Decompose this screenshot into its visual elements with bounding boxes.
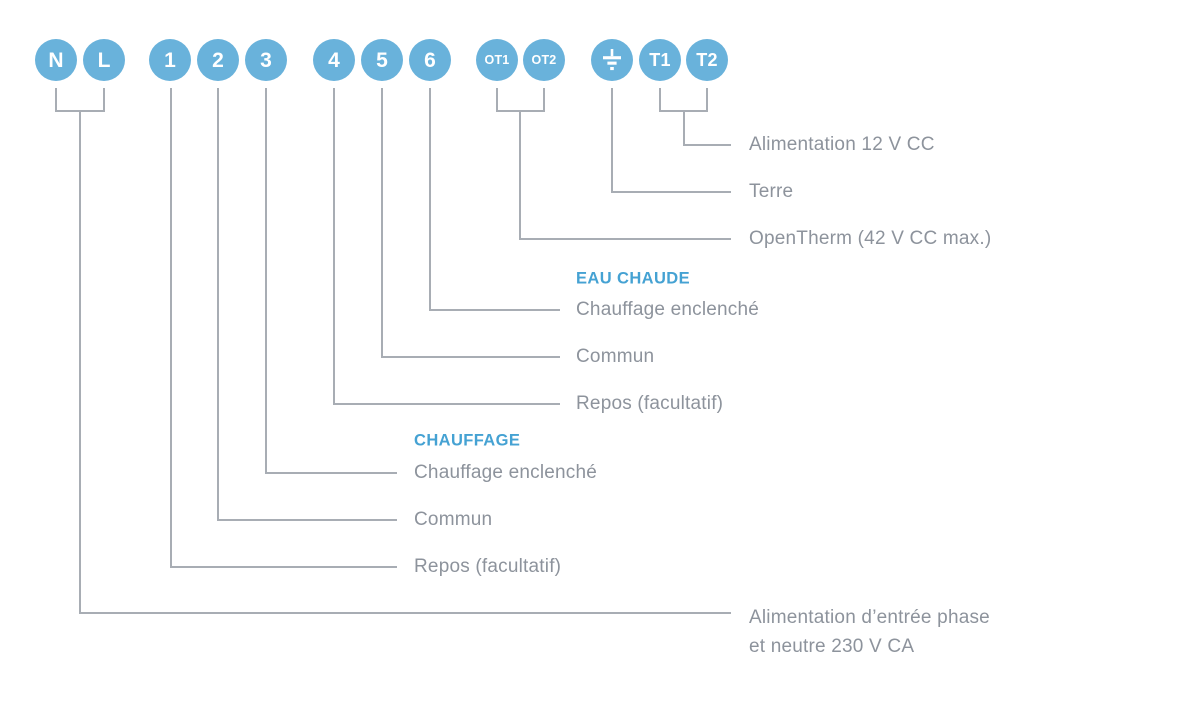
wire-3-heat-on: [265, 88, 397, 474]
wire-4-standby: [333, 88, 560, 405]
wire-label-ch-standby: Repos (facultatif): [414, 556, 562, 577]
mains-label-line1: Alimentation d’entrée phase: [749, 607, 990, 628]
wire-label-hw-standby: Repos (facultatif): [576, 393, 724, 414]
wire-label-earth: Terre: [749, 181, 794, 202]
terminal-t1-label: T1: [649, 50, 671, 70]
wire-1-standby: [170, 88, 397, 568]
terminal-3-label: 3: [260, 48, 272, 72]
terminal-6-label: 6: [424, 48, 436, 72]
terminal-t2: T2: [686, 39, 728, 81]
terminal-2-label: 2: [212, 48, 224, 72]
wire-5-common: [381, 88, 560, 358]
terminal-2: 2: [197, 39, 239, 81]
terminal-t1: T1: [639, 39, 681, 81]
terminal-l: L: [83, 39, 125, 81]
section-heading-chauffage: CHAUFFAGE: [414, 431, 521, 450]
terminal-ot2: OT2: [523, 39, 565, 81]
wire-label-t1-t2: Alimentation 12 V CC: [749, 134, 935, 155]
wire-label-mains: Alimentation d’entrée phase et neutre 23…: [749, 603, 990, 661]
terminal-4: 4: [313, 39, 355, 81]
wire-earth: [611, 88, 731, 193]
terminal-ot2-label: OT2: [531, 52, 557, 67]
wire-t1-t2: [659, 88, 731, 146]
terminal-6: 6: [409, 39, 451, 81]
wire-nl-mains: [55, 88, 731, 614]
wire-opentherm: [496, 88, 731, 240]
terminal-ot1: OT1: [476, 39, 518, 81]
wire-2-common: [217, 88, 397, 521]
terminal-t2-label: T2: [696, 50, 718, 70]
wire-label-ch-heat-on: Chauffage enclenché: [414, 462, 598, 483]
mains-label-line2: et neutre 230 V CA: [749, 636, 915, 657]
wire-label-opentherm: OpenTherm (42 V CC max.): [749, 228, 992, 249]
wire-label-ch-common: Commun: [414, 509, 493, 530]
terminal-n-label: N: [48, 48, 64, 72]
terminal-5-label: 5: [376, 48, 388, 72]
terminal-5: 5: [361, 39, 403, 81]
section-heading-eau-chaude: EAU CHAUDE: [576, 269, 691, 288]
terminal-3: 3: [245, 39, 287, 81]
terminal-n: N: [35, 39, 77, 81]
terminal-1-label: 1: [164, 48, 176, 72]
terminal-ot1-label: OT1: [484, 52, 510, 67]
terminal-earth: [591, 39, 633, 81]
wire-label-hw-heat-on: Chauffage enclenché: [576, 299, 760, 320]
terminal-4-label: 4: [328, 48, 340, 72]
wire-6-heat-on: [429, 88, 560, 311]
terminal-l-label: L: [97, 48, 111, 72]
earth-ground-icon: [603, 49, 621, 71]
terminal-1: 1: [149, 39, 191, 81]
wire-label-hw-common: Commun: [576, 346, 655, 367]
